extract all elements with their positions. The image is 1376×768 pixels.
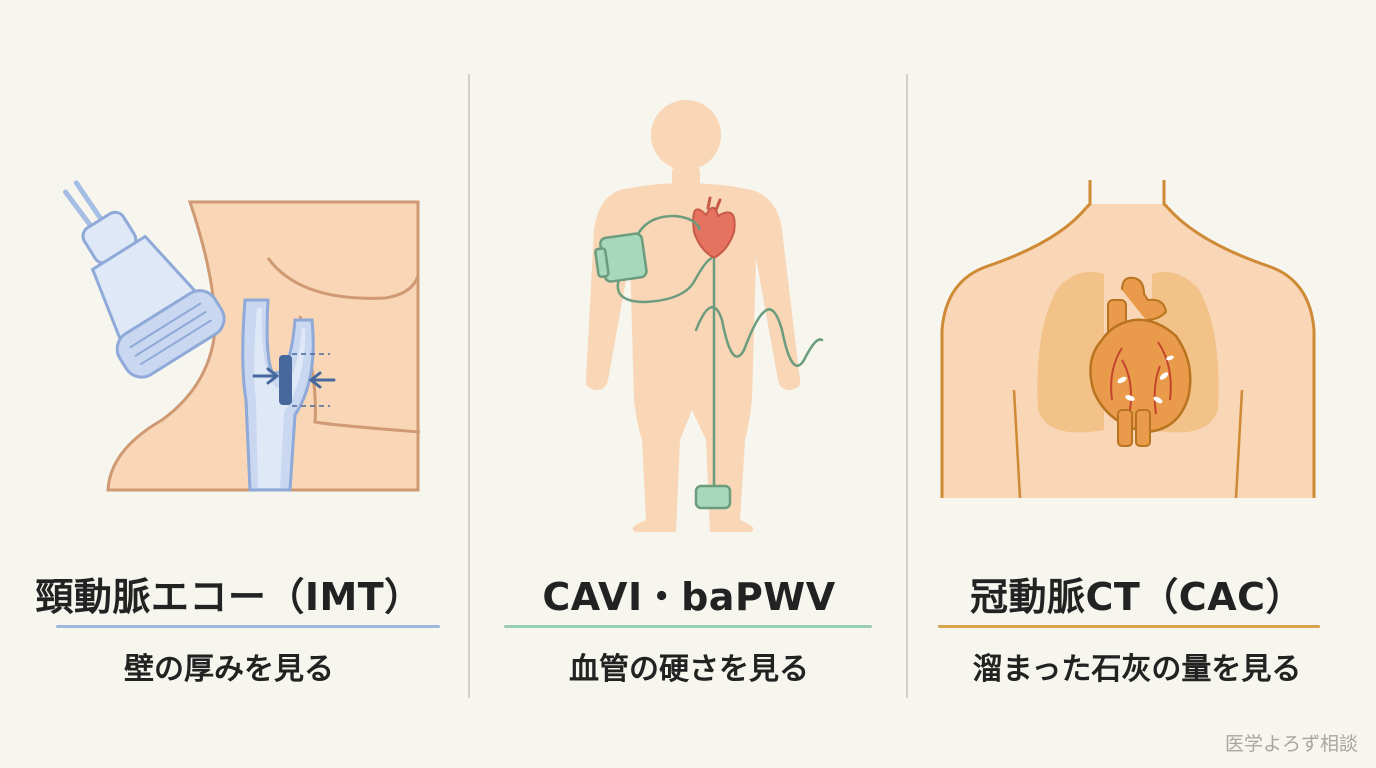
neck-left bbox=[1084, 180, 1092, 210]
calcification-spots bbox=[1117, 355, 1174, 404]
pulse-wave-svg bbox=[585, 100, 824, 532]
cuff-cable-lower bbox=[616, 256, 713, 304]
pulse-wave-icon bbox=[694, 306, 824, 367]
pulse-wave-illustration bbox=[460, 80, 918, 550]
jaw-line bbox=[266, 257, 420, 300]
divider-2 bbox=[906, 74, 908, 698]
accent-rule bbox=[56, 625, 440, 628]
arrow-left-icon bbox=[308, 371, 336, 389]
panel-title: 冠動脈CT（CAC） bbox=[970, 575, 1304, 619]
arm-cuff-icon bbox=[594, 232, 648, 283]
neck-right bbox=[1162, 180, 1170, 210]
coronary-artery-left bbox=[1110, 347, 1132, 411]
ultrasound-probe-icon bbox=[62, 180, 226, 379]
carotid-ultrasound-svg bbox=[62, 180, 421, 492]
imt-wall-marker bbox=[279, 355, 292, 405]
left-lung bbox=[1037, 271, 1104, 433]
credit-label: 医学よろず相談 bbox=[1224, 733, 1358, 755]
divider-1 bbox=[468, 74, 470, 698]
panel-title: 頸動脈エコー（IMT） bbox=[35, 575, 423, 619]
armpit-right bbox=[1234, 389, 1244, 499]
panel-cavi-bapwv: CAVI・baPWV 血管の硬さを見る bbox=[460, 0, 918, 768]
heart-icon bbox=[692, 196, 736, 260]
coronary-ct-svg bbox=[940, 180, 1316, 499]
panel-caption: 溜まった石灰の量を見る bbox=[972, 652, 1302, 687]
heart-icon bbox=[1089, 276, 1192, 447]
accent-rule bbox=[938, 625, 1320, 628]
panel-caption: 壁の厚みを見る bbox=[124, 652, 334, 687]
panel-carotid-ultrasound: 頸動脈エコー（IMT） 壁の厚みを見る bbox=[0, 0, 458, 768]
arrow-right-icon bbox=[252, 367, 280, 385]
panel-title: CAVI・baPWV bbox=[542, 575, 836, 619]
panel-coronary-ct: 冠動脈CT（CAC） 溜まった石灰の量を見る bbox=[908, 0, 1366, 768]
ankle-cuff-icon bbox=[694, 484, 732, 510]
coronary-ct-illustration bbox=[908, 80, 1366, 550]
accent-rule bbox=[504, 625, 872, 628]
carotid-ultrasound-illustration bbox=[0, 80, 458, 550]
body-silhouette bbox=[585, 100, 801, 532]
coronary-artery-right bbox=[1153, 341, 1172, 415]
armpit-left bbox=[1012, 389, 1022, 499]
panel-caption: 血管の硬さを見る bbox=[569, 652, 809, 687]
torso-outline bbox=[940, 207, 1316, 498]
